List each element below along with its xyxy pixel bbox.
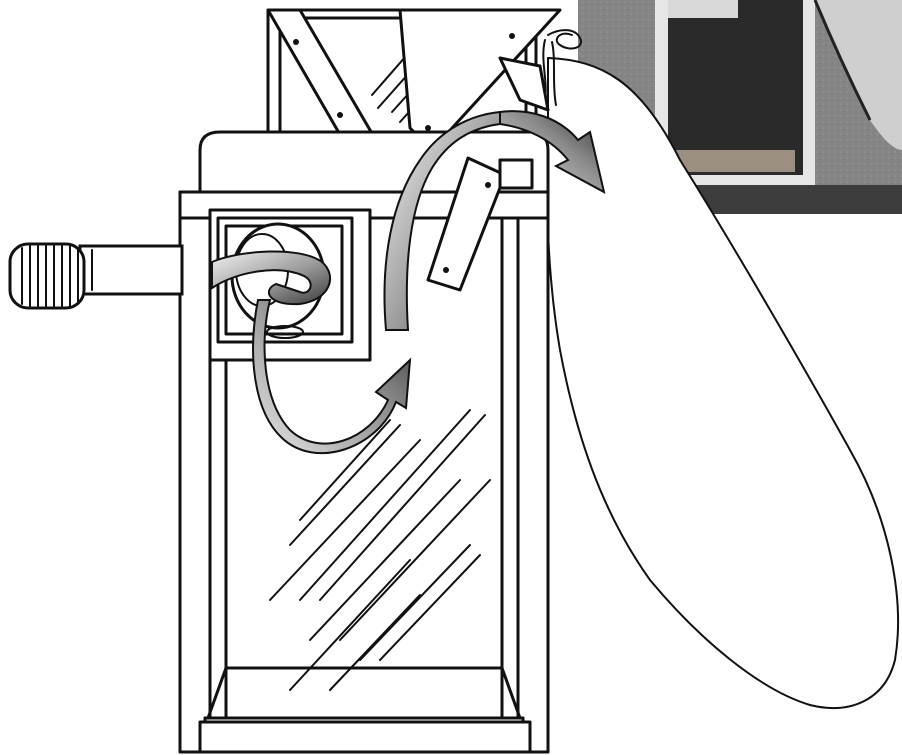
- clear-panel-icon: [270, 410, 490, 690]
- hose-icon: [10, 244, 182, 308]
- fan-housing: [210, 210, 370, 360]
